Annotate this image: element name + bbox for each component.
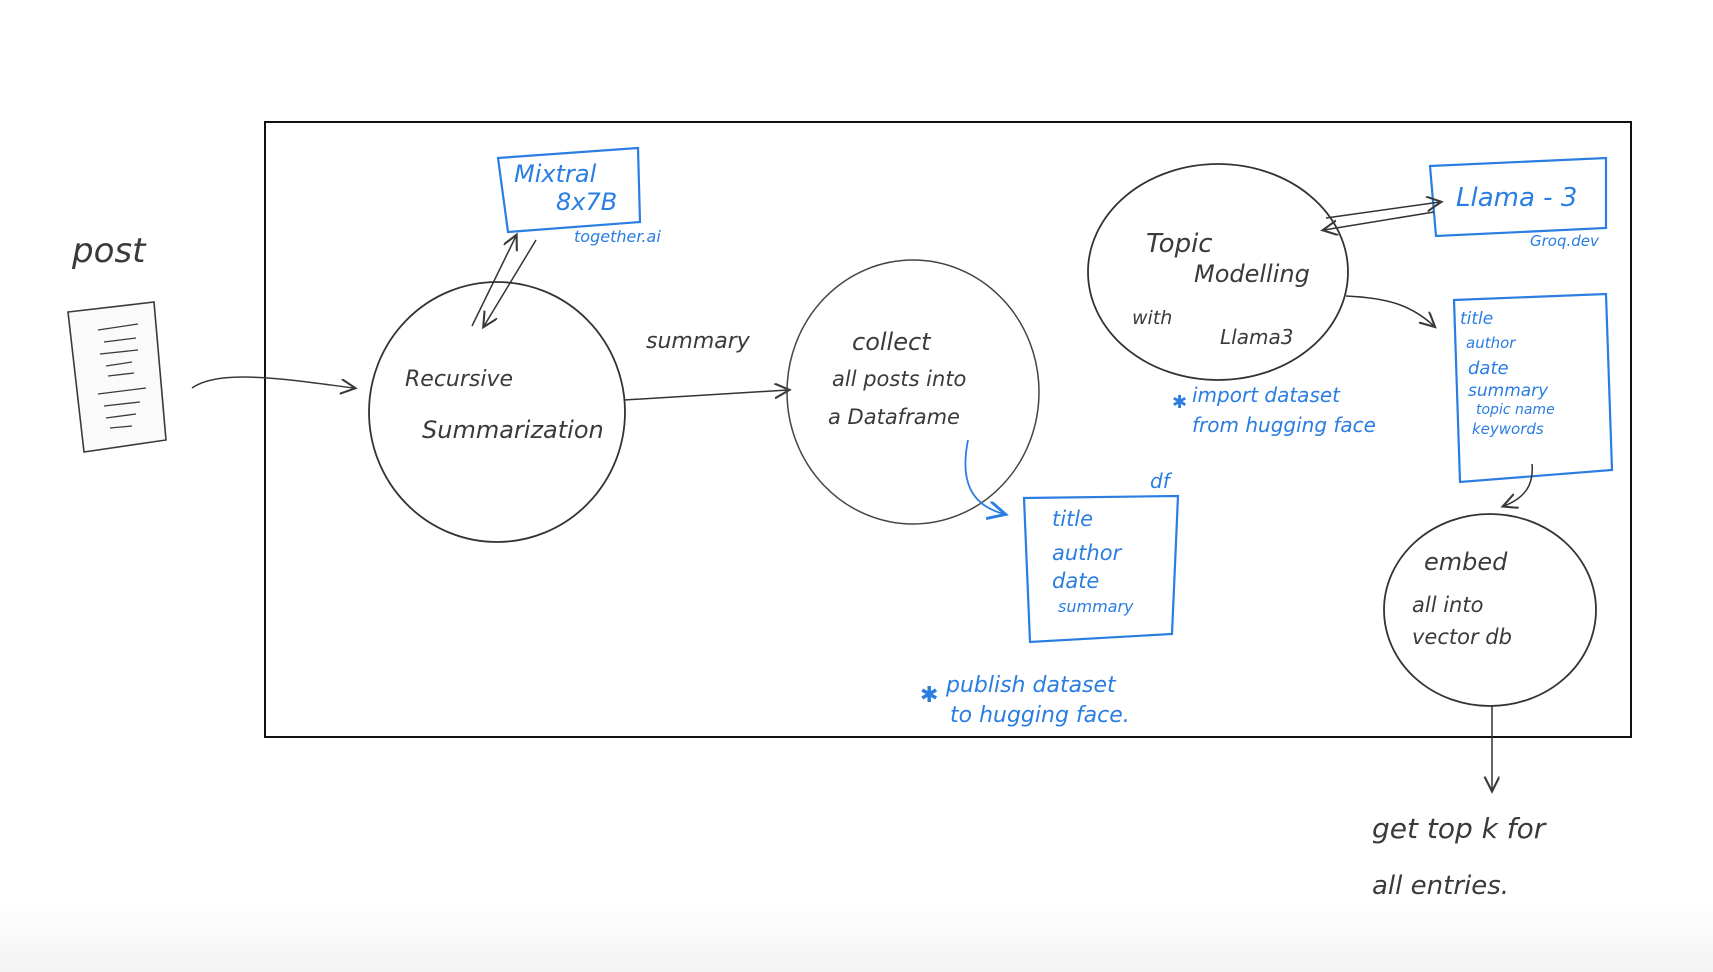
llama-provider: Groq.dev bbox=[1530, 232, 1600, 250]
mixtral-provider: together.ai bbox=[574, 227, 661, 246]
llama-label: Llama - 3 bbox=[1456, 183, 1577, 213]
df-box bbox=[1022, 494, 1180, 644]
recursive-label-line2: Summarization bbox=[422, 416, 604, 444]
arrow-post-to-recursive bbox=[191, 376, 354, 388]
mixtral-label-line2: 8x7B bbox=[556, 188, 617, 216]
topic-field-date: date bbox=[1468, 358, 1509, 379]
recursive-summarization-node bbox=[368, 281, 626, 543]
topic-label-line1: Topic bbox=[1146, 229, 1213, 259]
output-line2: all entries. bbox=[1372, 871, 1509, 901]
embed-vector-db-node bbox=[1383, 513, 1597, 707]
topic-fields-box bbox=[1452, 292, 1614, 484]
import-note-line2: from hugging face bbox=[1192, 413, 1376, 437]
publish-note-line2: to hugging face. bbox=[950, 703, 1130, 728]
publish-star-icon: ✱ bbox=[920, 683, 938, 708]
embed-label-line2: all into bbox=[1412, 593, 1483, 617]
topic-label-line2: Modelling bbox=[1194, 260, 1310, 288]
df-field-summary: summary bbox=[1058, 597, 1134, 616]
arrow-recursive-to-mixtral bbox=[471, 236, 516, 327]
df-tag: df bbox=[1150, 469, 1173, 493]
arrow-topic-to-fields bbox=[1345, 295, 1434, 326]
arrow-recursive-to-collect bbox=[623, 390, 788, 401]
embed-label-line1: embed bbox=[1424, 548, 1508, 576]
output-line1: get top k for bbox=[1372, 812, 1547, 845]
topic-field-author: author bbox=[1466, 334, 1516, 352]
topic-field-keywords: keywords bbox=[1472, 420, 1544, 438]
import-note-line1: import dataset bbox=[1192, 383, 1341, 407]
summary-label: summary bbox=[646, 329, 751, 354]
topic-field-title: title bbox=[1460, 309, 1493, 329]
import-star-icon: ✱ bbox=[1172, 392, 1187, 413]
df-field-title: title bbox=[1052, 507, 1093, 531]
arrow-llama-to-topic bbox=[1324, 211, 1435, 230]
mixtral-box bbox=[496, 146, 642, 234]
topic-field-summary: summary bbox=[1468, 381, 1549, 401]
topic-label-line3: with bbox=[1132, 307, 1172, 329]
post-label: post bbox=[71, 231, 147, 271]
topic-field-topic-name: topic name bbox=[1476, 402, 1555, 418]
collect-dataframe-node bbox=[786, 259, 1040, 525]
topic-label-line4: Llama3 bbox=[1220, 325, 1293, 349]
embed-label-line3: vector db bbox=[1412, 625, 1512, 649]
recursive-label-line1: Recursive bbox=[405, 367, 513, 392]
arrow-fields-to-embed bbox=[1504, 463, 1533, 506]
arrow-mixtral-to-recursive bbox=[484, 239, 537, 326]
topic-modelling-node bbox=[1087, 163, 1349, 381]
arrow-collect-to-df bbox=[964, 439, 1004, 514]
collect-label-line3: a Dataframe bbox=[828, 405, 960, 429]
document-icon bbox=[67, 301, 167, 453]
arrow-topic-to-llama bbox=[1325, 202, 1440, 219]
df-field-author: author bbox=[1052, 541, 1123, 565]
mixtral-label-line1: Mixtral bbox=[514, 160, 597, 188]
collect-label-line2: all posts into bbox=[832, 367, 966, 391]
pipeline-frame bbox=[264, 121, 1632, 738]
publish-note-line1: publish dataset bbox=[945, 673, 1117, 698]
df-field-date: date bbox=[1052, 569, 1099, 593]
collect-label-line1: collect bbox=[852, 328, 932, 356]
